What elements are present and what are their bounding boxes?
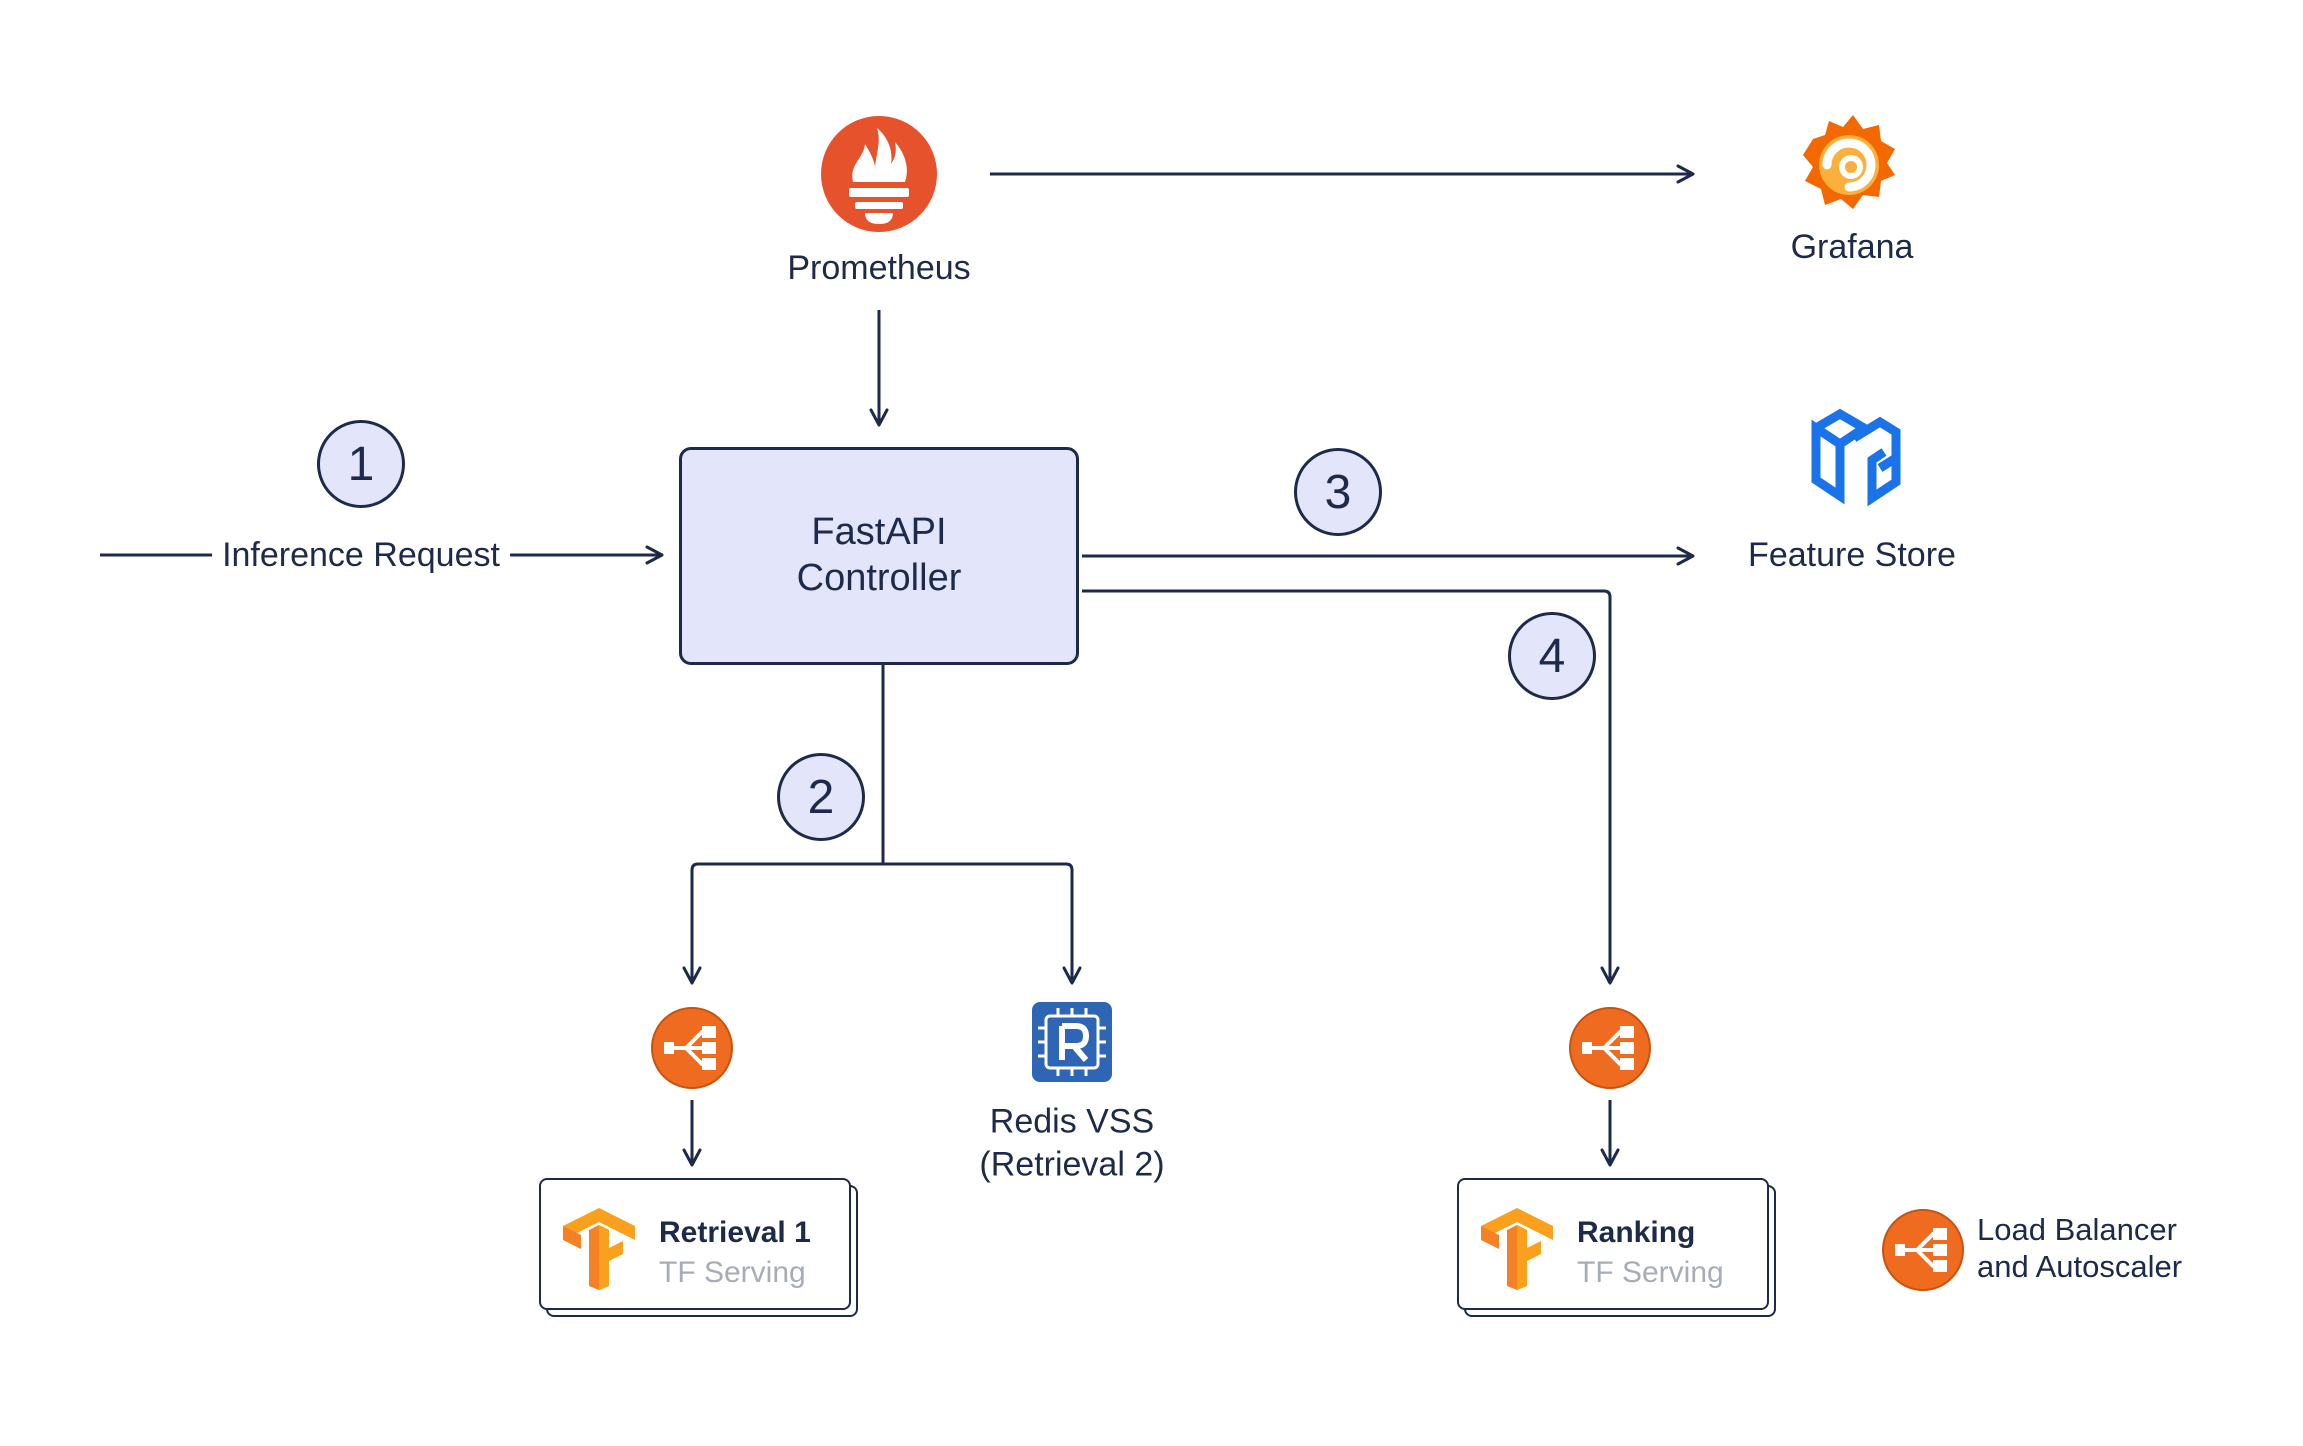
step-badge-2: 2 (777, 753, 865, 841)
step-badge-3: 3 (1294, 448, 1382, 536)
retrieval-card[interactable]: Retrieval 1 TF Serving (539, 1178, 858, 1317)
edge-controller-to-ranking (1082, 589, 1620, 985)
ranking-card[interactable]: Ranking TF Serving (1457, 1178, 1776, 1317)
controller-label-line1: FastAPI (811, 511, 947, 554)
prometheus-label: Prometheus (787, 248, 971, 287)
grafana-label: Grafana (1790, 227, 1914, 266)
card-front: Ranking TF Serving (1457, 1178, 1769, 1310)
legend-label: Load Balancer and Autoscaler (1977, 1212, 2182, 1285)
tensorflow-logo-icon (1481, 1208, 1553, 1290)
load-balancer-icon-ranking (1568, 1006, 1652, 1090)
fastapi-controller-node[interactable]: FastAPI Controller (679, 447, 1079, 665)
edge-branch-to-retrieval (682, 862, 883, 985)
controller-label-line2: Controller (796, 557, 962, 599)
grafana-swirl-icon (1803, 115, 1895, 209)
redis-label: Redis VSS (Retrieval 2) (979, 1101, 1164, 1186)
load-balancer-icon-retrieval (650, 1006, 734, 1090)
feature-store-cube-icon (1811, 408, 1901, 507)
card-title: Retrieval 1 (659, 1216, 811, 1249)
redis-label-line2: (Retrieval 2) (979, 1145, 1165, 1183)
edge-branch-to-redis (883, 862, 1082, 985)
redis-chip-icon (1032, 1002, 1112, 1082)
inference-request-label: Inference Request (212, 533, 510, 577)
card-front: Retrieval 1 TF Serving (539, 1178, 851, 1310)
legend-line2: and Autoscaler (1977, 1248, 2183, 1284)
card-subtitle: TF Serving (1577, 1256, 1724, 1289)
tensorflow-logo-icon (563, 1208, 635, 1290)
legend-line1: Load Balancer (1977, 1212, 2177, 1247)
feature-store-label: Feature Store (1748, 535, 1956, 574)
prometheus-flame-icon (821, 116, 937, 232)
redis-label-line1: Redis VSS (989, 1102, 1155, 1141)
step-badge-4: 4 (1508, 612, 1596, 700)
card-title: Ranking (1577, 1216, 1696, 1249)
step-badge-1: 1 (317, 420, 405, 508)
load-balancer-icon-legend (1881, 1208, 1965, 1292)
card-subtitle: TF Serving (659, 1256, 806, 1289)
